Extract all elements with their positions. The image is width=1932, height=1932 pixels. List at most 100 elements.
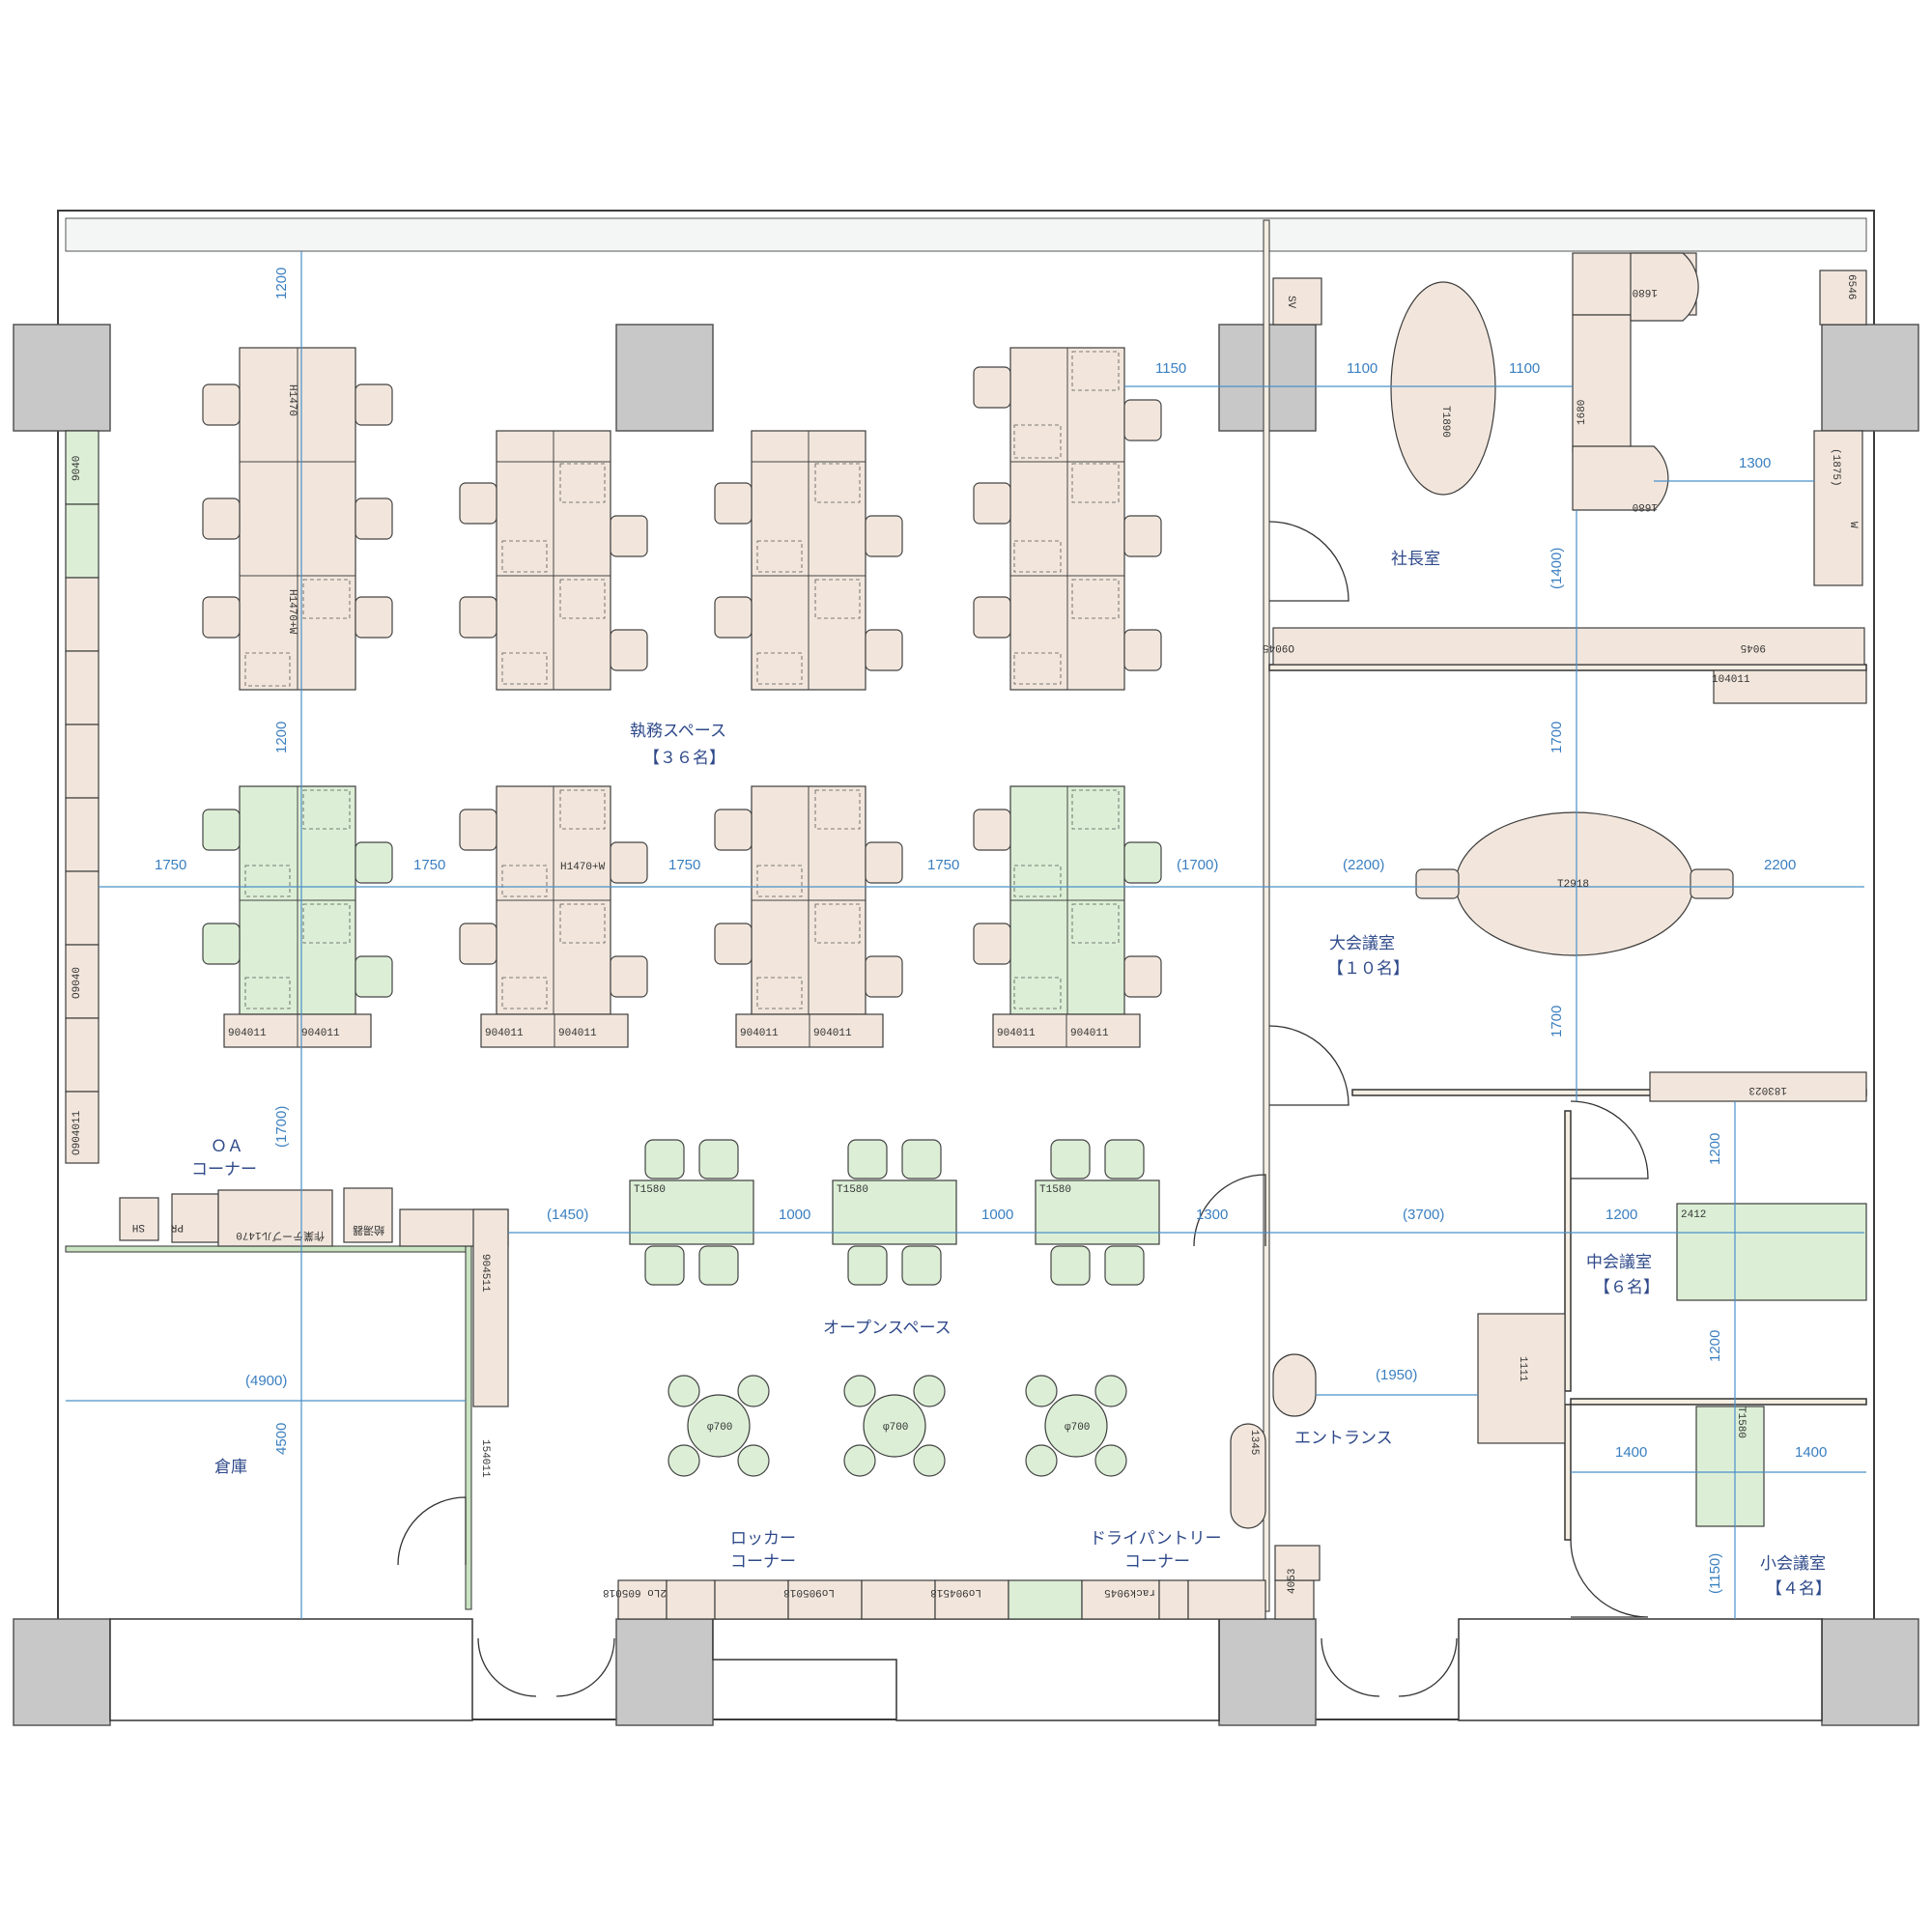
partition-center: [1263, 219, 1270, 1612]
dim-1200-v-top: 1200: [1707, 1133, 1723, 1165]
door-mid-meeting[interactable]: [1570, 1100, 1649, 1179]
dim-1750-d: 1750: [927, 857, 959, 873]
room-oa-1: ＯＡ: [211, 1137, 243, 1156]
window-strip: [65, 217, 1867, 252]
label-904011-7: 904011: [997, 1028, 1036, 1039]
dim-1300-president: 1300: [1739, 455, 1771, 471]
door-storage[interactable]: [397, 1496, 467, 1566]
dim-1200-mid-room: 1200: [1605, 1207, 1637, 1223]
partition-president: [1268, 664, 1867, 671]
door-entrance-west[interactable]: [1193, 1174, 1266, 1247]
room-president: 社長室: [1391, 550, 1440, 569]
desk-cluster-bottom-2: [496, 785, 611, 1015]
label-t1580-1: T1580: [634, 1184, 666, 1196]
pedestal-cabinets: [223, 1013, 1141, 1048]
label-phi700-2: φ700: [883, 1422, 908, 1434]
mid-meeting-furniture: [1676, 1203, 1867, 1301]
desk-chairs: [202, 366, 1162, 998]
room-mid-meeting: 中会議室: [1586, 1253, 1652, 1272]
dim-1750-c: 1750: [668, 857, 700, 873]
entrance-reception-curve: [1272, 1353, 1317, 1417]
label-9040: 9040: [71, 456, 83, 481]
partition-mid-v: [1564, 1110, 1572, 1392]
dim-1200-top: 1200: [273, 268, 290, 299]
label-1345: 1345: [1248, 1430, 1260, 1455]
label-1680-top: 1680: [1633, 286, 1658, 298]
dim-1300-open: 1300: [1196, 1207, 1228, 1223]
dim-4900: (4900): [245, 1373, 287, 1389]
label-o9045: O9045: [1263, 641, 1294, 653]
room-storage: 倉庫: [214, 1458, 247, 1477]
label-t1580-3: T1580: [1039, 1184, 1071, 1196]
desk-cluster-bottom-3: [751, 785, 867, 1015]
label-w: W: [1847, 522, 1859, 528]
dim-1950: (1950): [1376, 1367, 1417, 1383]
entrance-counter-1345: [1230, 1423, 1266, 1529]
label-h1470w-2: H1470+W: [560, 862, 606, 873]
label-904011-2: 904011: [301, 1028, 340, 1039]
dim-1200-mid: 1200: [273, 722, 290, 753]
dim-1700-oa: (1700): [273, 1106, 290, 1148]
room-large-meeting: 大会議室: [1329, 934, 1395, 953]
dim-1400-r: 1400: [1795, 1444, 1827, 1461]
desk-cluster-top-3: [751, 430, 867, 691]
open-space-chairs: [644, 1139, 1145, 1286]
label-1875: (1875): [1830, 448, 1841, 487]
column-s1: [615, 1618, 714, 1726]
desk-cluster-top-2: [496, 430, 611, 691]
room-mid-meeting-cap: 【６名】: [1594, 1278, 1660, 1297]
label-pr: PR: [170, 1221, 184, 1233]
dim-1700-paren: (1700): [1177, 857, 1218, 873]
oa-counter: [119, 1187, 509, 1407]
large-meeting-furniture: [1415, 811, 1867, 1102]
dim-1400-l: 1400: [1615, 1444, 1647, 1461]
label-183023: 183023: [1748, 1084, 1787, 1095]
label-phi700-1: φ700: [707, 1422, 732, 1434]
locker-row: [617, 1579, 1315, 1620]
president-room-furniture: [1272, 252, 1867, 704]
label-104011: 104011: [1712, 674, 1750, 686]
dim-1700-v1: 1700: [1548, 722, 1565, 753]
dim-1700-v2: 1700: [1548, 1006, 1565, 1037]
column-ne: [1821, 324, 1919, 432]
door-main-west[interactable]: [477, 1637, 615, 1697]
label-t1890: T1890: [1439, 406, 1451, 438]
dim-3700: (3700): [1403, 1207, 1444, 1223]
label-t2918: T2918: [1557, 879, 1589, 891]
round-tables: [668, 1375, 1127, 1477]
dim-2200-paren: (2200): [1343, 857, 1384, 873]
label-kensui: 給湯器: [353, 1223, 384, 1237]
door-main-east[interactable]: [1321, 1637, 1458, 1697]
room-small-meeting: 小会議室: [1760, 1554, 1826, 1574]
label-904011-3: 904011: [485, 1028, 524, 1039]
room-small-meeting-cap: 【４名】: [1766, 1579, 1832, 1599]
label-h1470: H1470: [286, 384, 298, 416]
partition-small-v: [1564, 1404, 1572, 1541]
open-space-tables: [629, 1179, 1160, 1245]
door-large-meeting[interactable]: [1268, 1025, 1350, 1106]
column-nw: [13, 324, 111, 432]
room-pantry-1: ドライパントリー: [1090, 1529, 1222, 1548]
dim-1000-b: 1000: [981, 1207, 1013, 1223]
door-president[interactable]: [1268, 521, 1350, 602]
label-904011-8: 904011: [1070, 1028, 1109, 1039]
label-phi700-3: φ700: [1065, 1422, 1090, 1434]
label-o9040: O9040: [71, 967, 83, 999]
room-large-meeting-cap: 【１０名】: [1327, 959, 1409, 979]
column-sw: [13, 1618, 111, 1726]
room-open-space: オープンスペース: [823, 1319, 952, 1338]
door-small-meeting[interactable]: [1570, 1539, 1649, 1618]
label-sh: SH: [132, 1221, 145, 1233]
label-2412: 2412: [1681, 1209, 1706, 1221]
dim-1000-a: 1000: [779, 1207, 810, 1223]
small-meeting-furniture: [1695, 1406, 1765, 1527]
label-h1470w: H1470+W: [286, 589, 298, 635]
desk-cluster-top-4: [1009, 347, 1125, 691]
label-1111: 1111: [1517, 1356, 1528, 1382]
room-locker-2: コーナー: [730, 1552, 796, 1572]
label-sv: SV: [1285, 296, 1296, 309]
dim-1150-paren: (1150): [1707, 1553, 1723, 1594]
dim-1400-paren: (1400): [1548, 548, 1565, 589]
label-lo905018: Lo905018: [783, 1586, 835, 1598]
label-oa-counter: 作業テーブル1470: [236, 1229, 325, 1243]
